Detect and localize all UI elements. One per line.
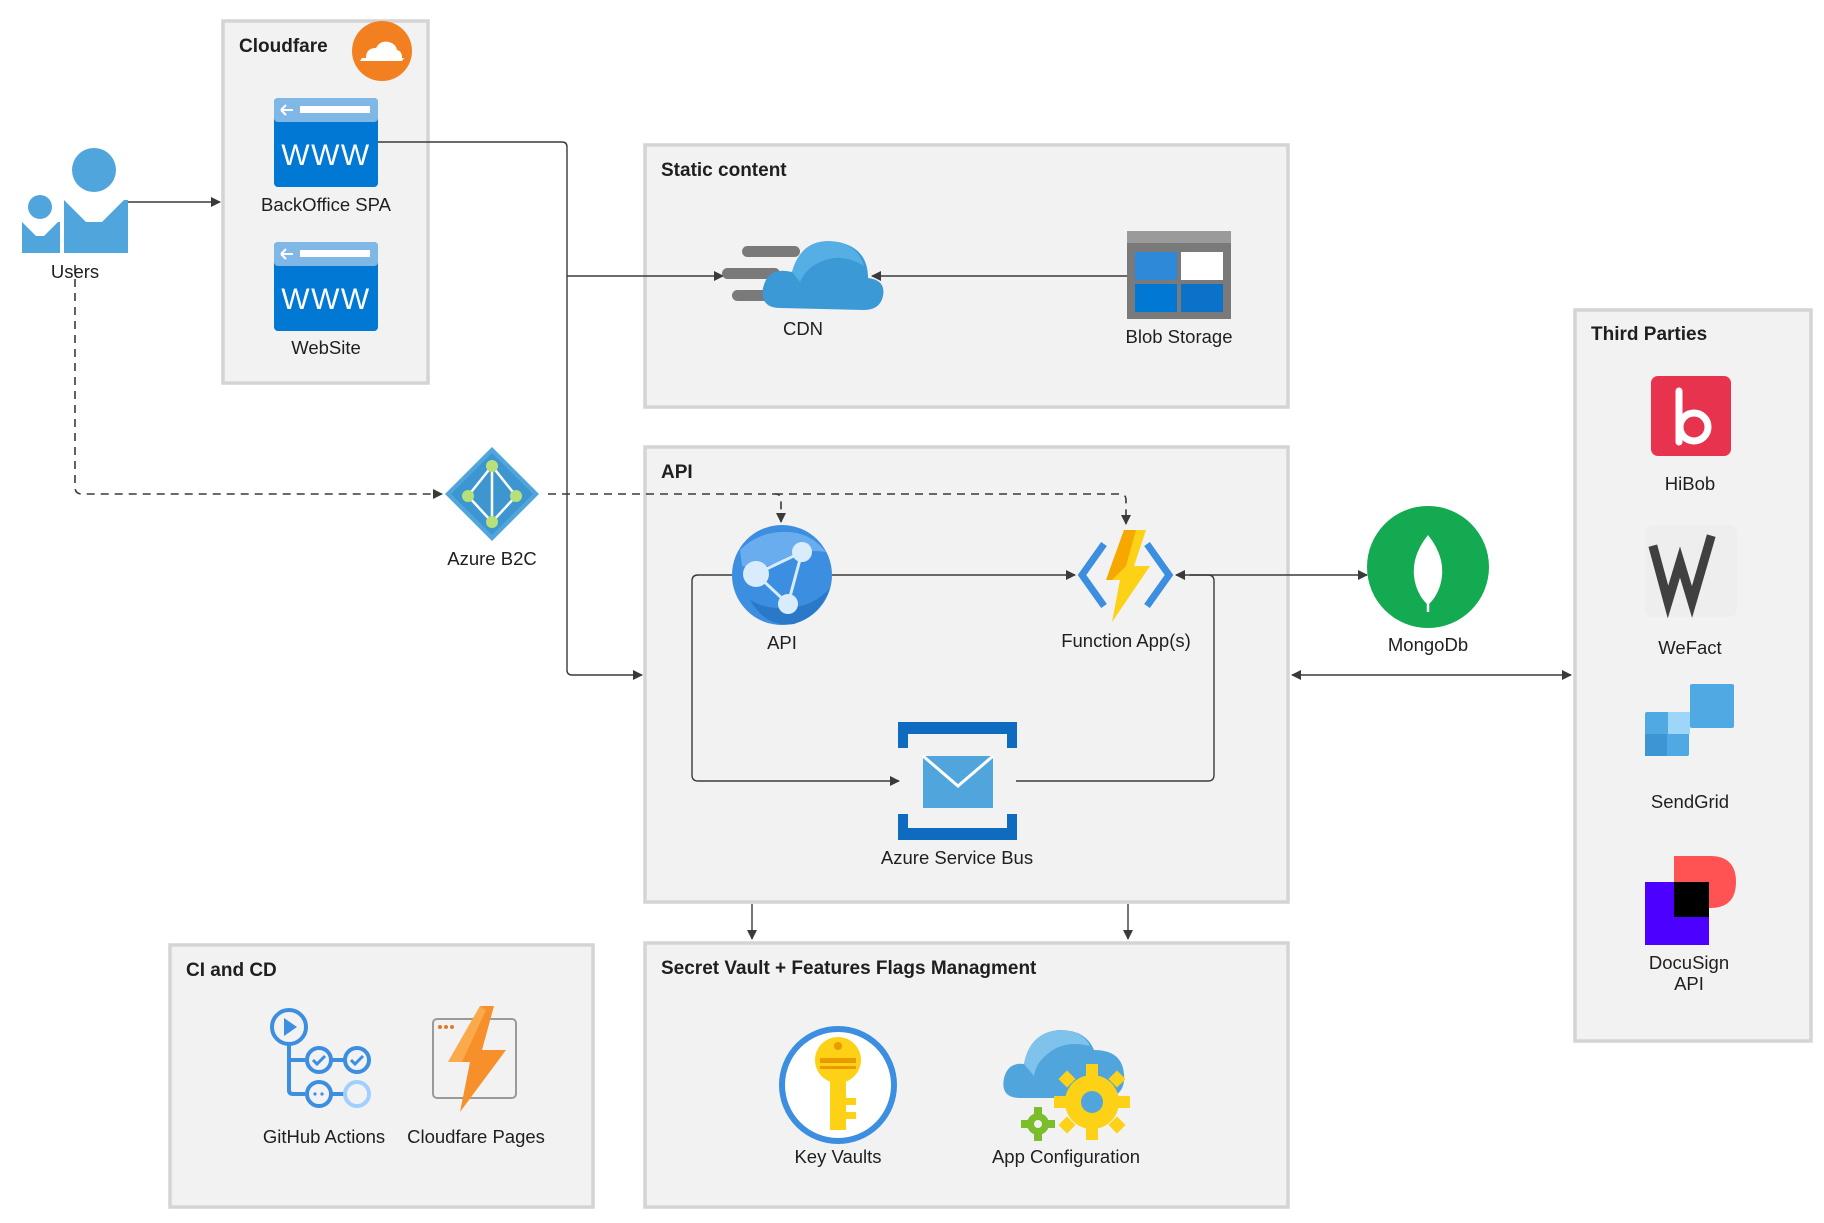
group-api: API	[643, 445, 1290, 904]
cloudflare-cloud-icon	[352, 21, 412, 81]
group-cicd: CI and CD	[168, 943, 595, 1209]
mongodb-leaf-icon	[1367, 506, 1489, 628]
hibob-b-icon	[1651, 376, 1731, 456]
edge-spa-trunk	[378, 141, 643, 680]
browser-www-icon: WWW	[274, 242, 378, 331]
app-configuration-label: App Configuration	[992, 1146, 1140, 1167]
users-icon	[22, 148, 128, 253]
hibob-node[interactable]: HiBob	[1651, 376, 1731, 494]
edges	[74, 141, 1572, 940]
mongodb-label: MongoDb	[1388, 634, 1468, 655]
sendgrid-node[interactable]: SendGrid	[1645, 684, 1734, 812]
mongodb-node[interactable]: MongoDb	[1367, 506, 1489, 655]
blob-storage-node[interactable]: Blob Storage	[1126, 231, 1233, 347]
sendgrid-label: SendGrid	[1651, 791, 1729, 812]
users-label: Users	[51, 261, 99, 282]
key-vault-icon	[779, 1026, 897, 1144]
cloudflare-pages-node[interactable]: Cloudfare Pages	[407, 1006, 545, 1147]
cdn-cloud-icon	[722, 241, 884, 310]
website-node[interactable]: WWW WebSite	[274, 242, 378, 358]
cloudflare-pages-label: Cloudfare Pages	[407, 1126, 545, 1147]
cdn-label: CDN	[783, 318, 823, 339]
cloudflare-pages-icon	[432, 1006, 517, 1112]
blob-storage-icon	[1127, 231, 1231, 319]
service-bus-node[interactable]: Azure Service Bus	[881, 722, 1033, 868]
blob-storage-label: Blob Storage	[1126, 326, 1233, 347]
wefact-label: WeFact	[1658, 637, 1721, 658]
wefact-w-icon	[1645, 525, 1737, 619]
group-secrets-title: Secret Vault + Features Flags Managment	[661, 958, 1037, 979]
website-label: WebSite	[291, 337, 361, 358]
github-actions-node[interactable]: GitHub Actions	[263, 1008, 385, 1147]
browser-www-icon: WWW	[274, 98, 378, 187]
azure-b2c-label: Azure B2C	[447, 548, 536, 569]
app-configuration-icon	[1003, 1030, 1130, 1141]
key-vaults-label: Key Vaults	[794, 1146, 881, 1167]
group-third-parties-title: Third Parties	[1591, 324, 1707, 345]
www-text: WWW	[281, 139, 370, 172]
wefact-node[interactable]: WeFact	[1645, 525, 1737, 658]
group-cloudflare-title: Cloudfare	[239, 36, 328, 57]
edge-b2c-function	[775, 493, 1131, 525]
function-app-bolt-icon	[1077, 530, 1174, 622]
github-actions-label: GitHub Actions	[263, 1126, 385, 1147]
docusign-label-line2: API	[1674, 973, 1704, 994]
docusign-icon	[1645, 856, 1736, 945]
service-bus-envelope-icon	[898, 722, 1017, 840]
large-gear-icon	[1054, 1064, 1130, 1140]
group-static-content-title: Static content	[661, 160, 787, 181]
github-actions-icon	[270, 1008, 371, 1108]
small-gear-icon	[1021, 1107, 1055, 1141]
group-cicd-title: CI and CD	[186, 960, 277, 981]
azure-b2c-node[interactable]: Azure B2C	[445, 447, 539, 569]
sendgrid-squares-icon	[1645, 684, 1734, 756]
service-bus-label: Azure Service Bus	[881, 847, 1033, 868]
function-apps-label: Function App(s)	[1061, 630, 1191, 651]
www-text: WWW	[281, 283, 370, 316]
edge-users-b2c	[74, 265, 443, 499]
cdn-node[interactable]: CDN	[722, 241, 884, 339]
docusign-node[interactable]: DocuSign API	[1645, 856, 1736, 994]
api-node[interactable]: API	[732, 525, 832, 653]
users-node[interactable]: Users	[22, 148, 128, 282]
app-service-globe-icon	[732, 525, 832, 625]
api-label: API	[767, 632, 797, 653]
function-apps-node[interactable]: Function App(s)	[1061, 530, 1191, 651]
backoffice-spa-label: BackOffice SPA	[261, 194, 392, 215]
edge-api-bus	[691, 574, 900, 786]
group-api-title: API	[661, 462, 693, 483]
key-vaults-node[interactable]: Key Vaults	[779, 1026, 897, 1167]
backoffice-spa-node[interactable]: WWW BackOffice SPA	[261, 98, 392, 215]
docusign-label-line1: DocuSign	[1649, 952, 1729, 973]
azure-b2c-diamond-icon	[445, 447, 539, 541]
group-secrets: Secret Vault + Features Flags Managment	[643, 941, 1290, 1209]
app-configuration-node[interactable]: App Configuration	[992, 1030, 1140, 1167]
hibob-label: HiBob	[1665, 473, 1715, 494]
